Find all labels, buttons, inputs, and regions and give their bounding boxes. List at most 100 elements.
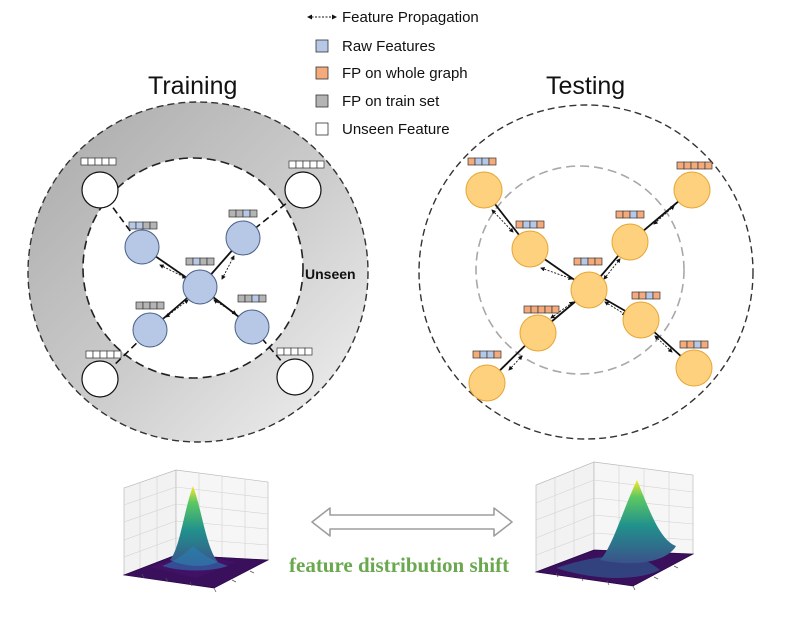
testing-graph bbox=[418, 104, 754, 440]
feature-vector bbox=[515, 220, 545, 229]
propagation-arrow bbox=[604, 301, 627, 316]
feature-cell bbox=[697, 161, 706, 170]
feature-cell bbox=[128, 221, 137, 230]
feature-cell bbox=[645, 291, 654, 300]
legend-propagation-label: Feature Propagation bbox=[342, 9, 479, 26]
feature-cell bbox=[493, 350, 502, 359]
propagation-arrow bbox=[491, 209, 514, 233]
feature-cell bbox=[704, 161, 713, 170]
feature-cell bbox=[237, 294, 246, 303]
feature-vector bbox=[228, 209, 258, 218]
feature-cell bbox=[529, 220, 538, 229]
feature-cell bbox=[515, 220, 524, 229]
unseen-node bbox=[81, 360, 119, 398]
raw-feature-node bbox=[124, 229, 160, 265]
feature-cell bbox=[309, 160, 318, 169]
legend-unseen-label: Unseen Feature bbox=[342, 121, 450, 138]
propagation-arrow bbox=[159, 264, 187, 279]
feature-cell bbox=[92, 350, 101, 359]
legend-fp-whole-label: FP on whole graph bbox=[342, 65, 468, 82]
feature-cell bbox=[615, 210, 624, 219]
feature-cell bbox=[631, 291, 640, 300]
raw-feature-node bbox=[132, 312, 168, 348]
feature-cell bbox=[156, 301, 165, 310]
legend-fp-train-label: FP on train set bbox=[342, 93, 440, 110]
feature-cell bbox=[316, 160, 325, 169]
feature-cell bbox=[99, 350, 108, 359]
training-title: Training bbox=[148, 72, 237, 100]
feature-cell bbox=[185, 257, 194, 266]
feature-vector bbox=[573, 257, 603, 266]
unseen-node bbox=[276, 358, 314, 396]
test-node bbox=[675, 349, 713, 387]
raw-features-swatch bbox=[315, 39, 329, 53]
unseen-node bbox=[81, 171, 119, 209]
feature-cell bbox=[135, 221, 144, 230]
testing-distribution-plot bbox=[534, 461, 695, 591]
legend: Feature Propagation Raw Features FP on w… bbox=[307, 9, 479, 138]
feature-cell bbox=[523, 305, 532, 314]
feature-cell bbox=[142, 301, 151, 310]
feature-vector-unseen bbox=[85, 350, 122, 359]
feature-cell bbox=[530, 305, 539, 314]
feature-cell bbox=[472, 350, 481, 359]
feature-cell bbox=[690, 161, 699, 170]
propagation-arrow bbox=[654, 335, 673, 353]
feature-vector bbox=[523, 305, 560, 314]
feature-cell bbox=[594, 257, 603, 266]
feature-cell bbox=[629, 210, 638, 219]
feature-cell bbox=[87, 157, 96, 166]
feature-cell bbox=[544, 305, 553, 314]
feature-cell bbox=[80, 157, 89, 166]
propagation-arrow bbox=[653, 205, 675, 225]
propagation-arrow bbox=[165, 299, 189, 318]
feature-cell bbox=[235, 209, 244, 218]
feature-cell bbox=[302, 160, 311, 169]
feature-cell bbox=[536, 220, 545, 229]
raw-feature-node bbox=[182, 269, 218, 305]
feature-cell bbox=[276, 347, 285, 356]
propagation-arrow bbox=[603, 258, 621, 280]
feature-cell bbox=[258, 294, 267, 303]
feature-vector bbox=[237, 294, 267, 303]
fp-whole-graph-swatch bbox=[315, 66, 329, 80]
raw-feature-node bbox=[225, 220, 261, 256]
feature-cell bbox=[295, 160, 304, 169]
feature-distribution-shift-label: feature distribution shift bbox=[289, 553, 509, 577]
feature-cell bbox=[474, 157, 483, 166]
feature-vector bbox=[185, 257, 215, 266]
feature-vector-unseen bbox=[288, 160, 325, 169]
raw-feature-node bbox=[234, 309, 270, 345]
feature-cell bbox=[251, 294, 260, 303]
propagation-arrow bbox=[221, 255, 235, 280]
feature-vector bbox=[615, 210, 645, 219]
feature-vector bbox=[679, 340, 709, 349]
test-node bbox=[511, 230, 549, 268]
feature-vector bbox=[467, 157, 497, 166]
feature-cell bbox=[149, 301, 158, 310]
propagation-arrow bbox=[508, 355, 523, 371]
feature-cell bbox=[537, 305, 546, 314]
feature-vector bbox=[472, 350, 502, 359]
test-node bbox=[570, 271, 608, 309]
feature-cell bbox=[94, 157, 103, 166]
feature-cell bbox=[679, 340, 688, 349]
feature-cell bbox=[192, 257, 201, 266]
unseen-region-label: Unseen bbox=[305, 266, 356, 282]
test-node bbox=[519, 314, 557, 352]
feature-cell bbox=[683, 161, 692, 170]
feature-cell bbox=[587, 257, 596, 266]
feature-cell bbox=[106, 350, 115, 359]
shift-double-arrow bbox=[311, 507, 513, 537]
feature-cell bbox=[101, 157, 110, 166]
feature-cell bbox=[228, 209, 237, 218]
training-graph: Unseen bbox=[27, 101, 369, 443]
feature-vector bbox=[135, 301, 165, 310]
feature-cell bbox=[522, 220, 531, 229]
feature-cell bbox=[636, 210, 645, 219]
feature-cell bbox=[580, 257, 589, 266]
propagation-arrow bbox=[540, 267, 573, 280]
feature-vector bbox=[631, 291, 661, 300]
